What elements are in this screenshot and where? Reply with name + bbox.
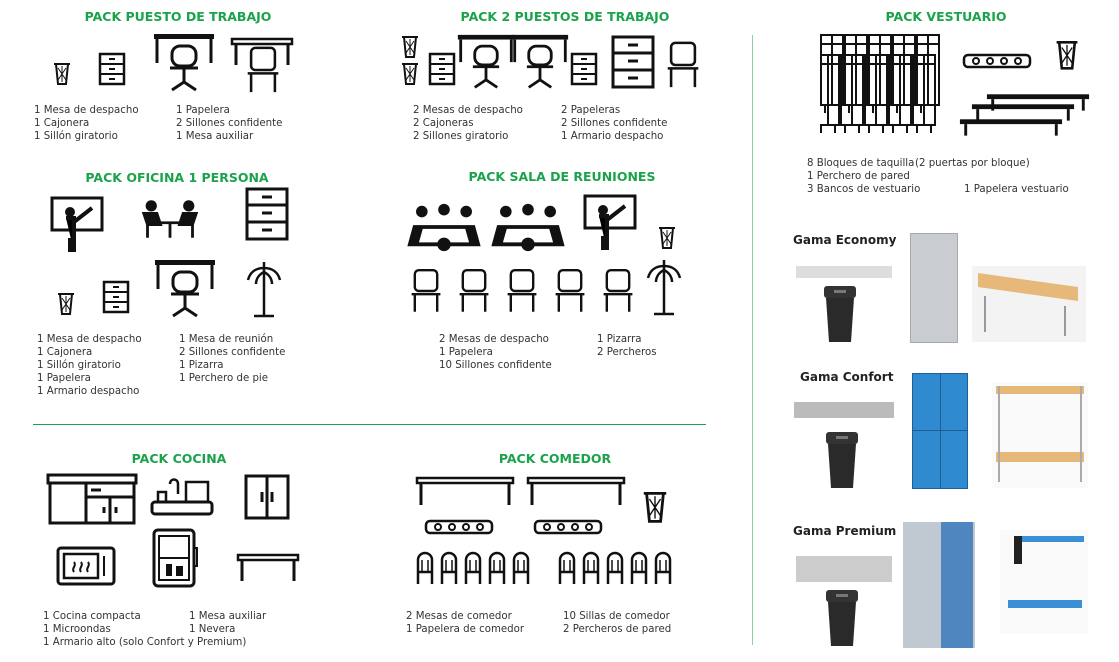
bin-icon: [52, 60, 72, 86]
pack-reuniones-title: PACK SALA DE REUNIONES: [468, 169, 656, 184]
premium-bench-photo: [1000, 530, 1088, 634]
economy-bin-photo: [820, 284, 860, 344]
wardrobe-icon: [244, 474, 290, 520]
whiteboard-icon: [50, 196, 104, 254]
confort-hanger-photo: [794, 402, 894, 418]
pack-puesto-title: PACK PUESTO DE TRABAJO: [84, 9, 272, 24]
lockers-icon: [820, 34, 940, 134]
cabinet-icon: [244, 187, 290, 241]
bin-icon: [400, 60, 420, 86]
aux-table-icon: [236, 553, 300, 583]
drawer-unit-icon: [428, 52, 456, 88]
confort-bin-photo: [822, 430, 862, 490]
vestuario-extra: 1 Papelera vestuario: [964, 184, 1069, 195]
pack-oficina-title: PACK OFICINA 1 PERSONA: [85, 170, 269, 185]
dining-chairs-icon: [558, 551, 672, 586]
bin-icon: [1054, 36, 1080, 72]
kitchen-icon: [46, 473, 138, 525]
desk-chair-icon: [153, 258, 217, 322]
dining-chairs-icon: [416, 551, 530, 586]
drawer-unit-icon: [98, 52, 126, 88]
bin-icon: [400, 33, 420, 59]
gama-confort-label: Gama Confort: [800, 370, 894, 384]
meeting-table-icon: [490, 200, 566, 254]
bin-icon: [56, 290, 76, 316]
cabinet-icon: [610, 35, 656, 89]
bench-icon: [958, 114, 1064, 140]
bin-icon: [641, 487, 669, 525]
economy-bench-photo: [972, 266, 1086, 342]
chair-icon: [554, 266, 586, 316]
wall-hanger-icon: [533, 518, 603, 538]
meeting-table-icon: [406, 200, 482, 254]
premium-bin-photo: [822, 588, 862, 648]
coat-stand-icon: [644, 256, 684, 316]
confort-locker-photo: [912, 373, 968, 489]
desk-chair-icon: [152, 32, 216, 96]
premium-hanger-photo: [796, 556, 892, 582]
meeting-table-icon: [140, 198, 200, 240]
coat-stand-icon: [244, 258, 284, 318]
gama-economy-label: Gama Economy: [793, 233, 897, 247]
pack-vestuario-title: PACK VESTUARIO: [885, 9, 1007, 24]
chair-icon: [602, 266, 634, 316]
drawer-unit-icon: [570, 52, 598, 88]
vertical-divider: [752, 35, 753, 645]
chair-icon: [506, 266, 538, 316]
sink-icon: [150, 474, 214, 524]
dining-table-icon: [526, 476, 626, 506]
confort-bench-photo: [992, 382, 1088, 488]
fridge-icon: [152, 528, 198, 590]
dining-table-icon: [415, 476, 515, 506]
wall-hanger-icon: [424, 518, 494, 538]
desk-chair-icon: [456, 32, 516, 94]
premium-locker-photo: [903, 522, 975, 648]
wall-hanger-icon: [962, 52, 1032, 72]
vestuario-note: (2 puertas por bloque): [915, 158, 1030, 169]
microwave-icon: [56, 546, 116, 588]
chair-icon: [246, 45, 280, 95]
pack-comedor-title: PACK COMEDOR: [498, 451, 612, 466]
economy-hanger-photo: [796, 266, 892, 278]
chair-icon: [410, 266, 442, 316]
economy-locker-photo: [910, 233, 958, 343]
pack-cocina-title: PACK COCINA: [131, 451, 227, 466]
whiteboard-icon: [583, 194, 637, 252]
pack-dos-title: PACK 2 PUESTOS DE TRABAJO: [460, 9, 670, 24]
chair-icon: [666, 40, 700, 90]
gama-premium-label: Gama Premium: [793, 524, 897, 538]
horizontal-divider: [33, 424, 706, 425]
drawer-unit-icon: [102, 280, 130, 316]
desk-chair-icon: [510, 32, 570, 94]
bin-icon: [657, 224, 677, 250]
chair-icon: [458, 266, 490, 316]
